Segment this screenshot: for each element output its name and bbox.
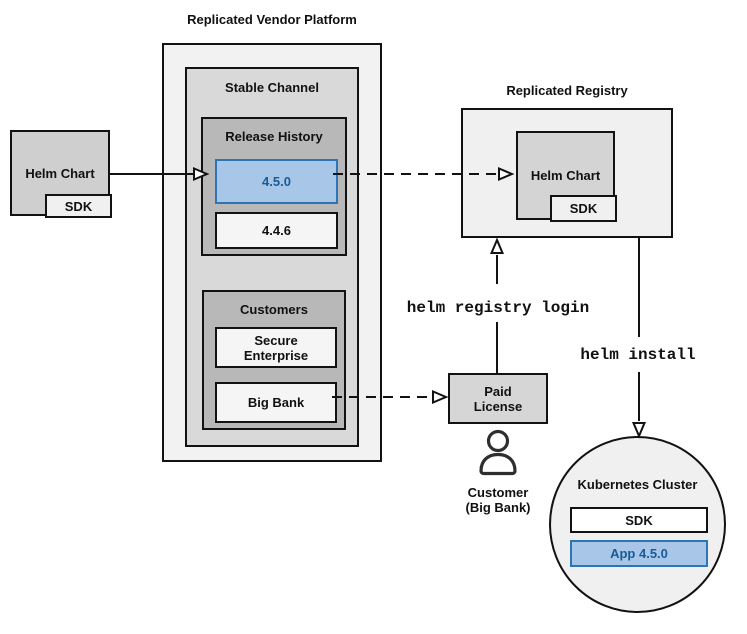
cluster-sdk-label: SDK — [625, 512, 653, 528]
helm-chart-source-label: Helm Chart — [25, 165, 95, 181]
helm-chart-source-sdk-label: SDK — [64, 198, 93, 214]
registry-helm-chart-box: Helm Chart SDK — [516, 131, 617, 222]
cluster-app-box: App 4.5.0 — [570, 540, 708, 567]
release-history-box: Release History 4.5.0 4.4.6 — [201, 117, 347, 256]
customers-box: Customers Secure Enterprise Big Bank — [202, 290, 346, 430]
release-item-446: 4.4.6 — [215, 212, 338, 249]
secure-enterprise-label: Secure Enterprise — [243, 332, 309, 363]
kubernetes-cluster-circle: Kubernetes Cluster SDK App 4.5.0 — [549, 436, 726, 613]
customer-caption-line1: Customer — [467, 485, 529, 500]
helm-chart-source-box: Helm Chart SDK — [10, 130, 112, 218]
registry-sdk-label: SDK — [569, 201, 598, 216]
release-446-label: 4.4.6 — [262, 223, 291, 238]
release-item-450: 4.5.0 — [215, 159, 338, 204]
customers-title: Customers — [240, 302, 308, 317]
cluster-sdk-box: SDK — [570, 507, 708, 533]
helm-install-command: helm install — [580, 346, 696, 364]
paid-license-label: Paid License — [473, 383, 523, 414]
stable-channel-box: Stable Channel Release History 4.5.0 4.4… — [185, 67, 359, 447]
release-450-label: 4.5.0 — [262, 174, 291, 189]
helm-registry-login-command: helm registry login — [406, 299, 590, 317]
customer-caption-line2: (Big Bank) — [465, 500, 531, 515]
release-history-title: Release History — [225, 129, 323, 144]
registry-box: Helm Chart SDK — [461, 108, 673, 238]
cluster-app-label: App 4.5.0 — [610, 546, 668, 561]
big-bank-label: Big Bank — [247, 395, 305, 410]
vendor-platform-title: Replicated Vendor Platform — [187, 12, 357, 27]
customer-caption: Customer (Big Bank) — [438, 485, 558, 515]
customer-item-secure-enterprise: Secure Enterprise — [215, 327, 337, 368]
arrow-registry-to-cluster — [631, 238, 647, 439]
kubernetes-cluster-title: Kubernetes Cluster — [577, 477, 698, 492]
stable-channel-title: Stable Channel — [225, 80, 319, 95]
helm-chart-source-sdk-box: SDK — [45, 194, 112, 218]
person-icon — [479, 429, 517, 476]
registry-title: Replicated Registry — [506, 83, 628, 98]
customer-item-big-bank: Big Bank — [215, 382, 337, 423]
paid-license-box: Paid License — [448, 373, 548, 424]
registry-helm-chart-label: Helm Chart — [530, 168, 601, 183]
registry-sdk-box: SDK — [550, 195, 617, 222]
vendor-platform-box: Stable Channel Release History 4.5.0 4.4… — [162, 43, 382, 462]
